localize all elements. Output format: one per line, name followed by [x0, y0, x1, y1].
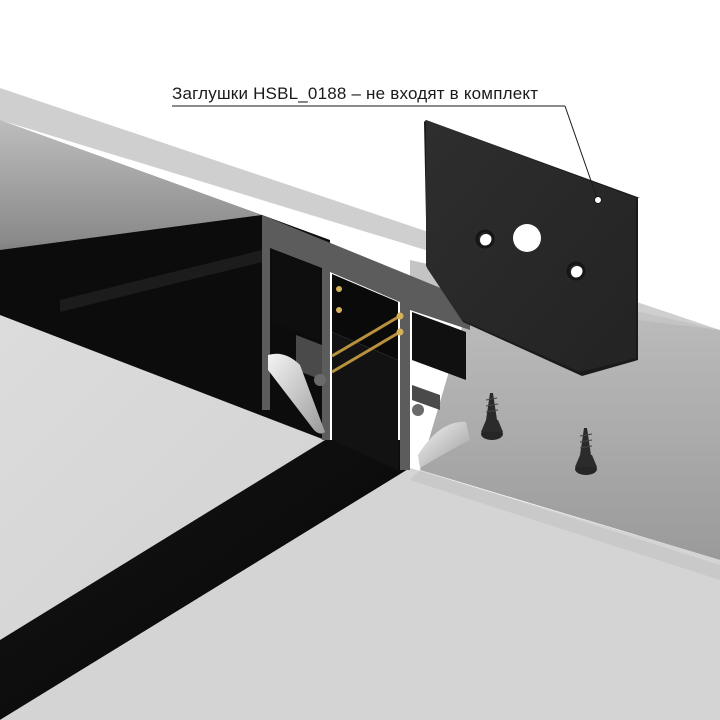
track-body: [0, 215, 330, 440]
track-front-strip: [0, 440, 410, 720]
track-profile-section: [262, 215, 470, 470]
ceiling-front-surface: [0, 468, 720, 720]
end-cap-plate: [424, 120, 640, 376]
screw-2: [575, 428, 597, 475]
callout-leader: [172, 105, 602, 204]
busbar-conductors: [331, 286, 404, 374]
screw-1: [481, 393, 503, 440]
track-inner-ribs: [60, 250, 262, 312]
callout-label: Заглушки HSBL_0188 – не входят в комплек…: [172, 84, 539, 103]
right-recess-wall: [420, 300, 720, 560]
ceiling-left-surface: [0, 315, 325, 640]
